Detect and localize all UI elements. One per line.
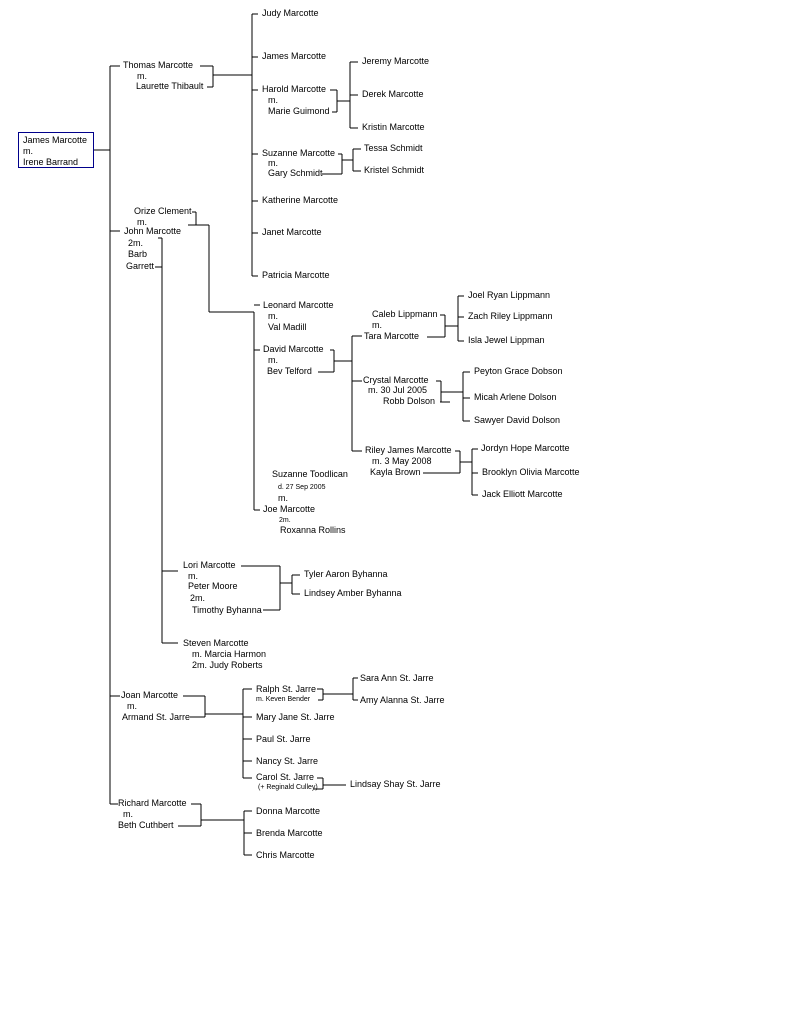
- second-marriage-label: 2m.: [279, 517, 291, 524]
- person-katherine[interactable]: Katherine Marcotte: [262, 195, 339, 205]
- person-riley[interactable]: Riley James Marcotte: [365, 445, 452, 455]
- person-joe[interactable]: Joe Marcotte: [263, 504, 316, 514]
- spouse-laurette[interactable]: Laurette Thibault: [136, 81, 204, 91]
- spouse-judy-roberts[interactable]: 2m. Judy Roberts: [192, 660, 263, 670]
- spouse-bev[interactable]: Bev Telford: [267, 366, 312, 376]
- spouse-suzanne-toodlican[interactable]: Suzanne Toodlican: [272, 469, 348, 479]
- spouse-peter[interactable]: Peter Moore: [188, 581, 238, 591]
- person-amy[interactable]: Amy Alanna St. Jarre: [360, 695, 445, 705]
- spouse-reginald[interactable]: (+ Reginald Culley): [258, 784, 318, 791]
- person-lori[interactable]: Lori Marcotte: [183, 560, 236, 570]
- spouse-marie[interactable]: Marie Guimond: [268, 106, 330, 116]
- person-lindsey[interactable]: Lindsey Amber Byhanna: [304, 588, 402, 598]
- root-marriage-label: m.: [23, 146, 33, 156]
- marriage-label: m.: [268, 355, 278, 365]
- person-richard[interactable]: Richard Marcotte: [118, 798, 187, 808]
- root-spouse: Irene Barrand: [23, 157, 79, 167]
- person-tyler[interactable]: Tyler Aaron Byhanna: [304, 569, 388, 579]
- person-carol[interactable]: Carol St. Jarre: [256, 772, 315, 782]
- person-lindsay[interactable]: Lindsay Shay St. Jarre: [350, 779, 441, 789]
- person-suzanne[interactable]: Suzanne Marcotte: [262, 148, 336, 158]
- person-peyton[interactable]: Peyton Grace Dobson: [474, 366, 563, 376]
- root-name: James Marcotte: [23, 135, 88, 145]
- person-steven[interactable]: Steven Marcotte: [183, 638, 249, 648]
- spouse-orize[interactable]: Orize Clement: [134, 206, 192, 216]
- person-sawyer[interactable]: Sawyer David Dolson: [474, 415, 561, 425]
- person-crystal[interactable]: Crystal Marcotte: [363, 375, 429, 385]
- marriage-label: m.: [268, 311, 278, 321]
- person-tara[interactable]: Tara Marcotte: [364, 331, 420, 341]
- spouse-timothy[interactable]: Timothy Byhanna: [192, 605, 262, 615]
- person-david[interactable]: David Marcotte: [263, 344, 324, 354]
- person-judy[interactable]: Judy Marcotte: [262, 8, 319, 18]
- marriage-date: m. 3 May 2008: [372, 456, 432, 466]
- person-paul[interactable]: Paul St. Jarre: [256, 734, 311, 744]
- spouse-kayla[interactable]: Kayla Brown: [370, 467, 421, 477]
- person-kristel[interactable]: Kristel Schmidt: [364, 165, 425, 175]
- person-john[interactable]: John Marcotte: [124, 226, 182, 236]
- person-harold[interactable]: Harold Marcotte: [262, 84, 327, 94]
- person-micah[interactable]: Micah Arlene Dolson: [474, 392, 557, 402]
- death-date: d. 27 Sep 2005: [278, 484, 326, 491]
- spouse-marcia[interactable]: m. Marcia Harmon: [192, 649, 267, 659]
- person-janet[interactable]: Janet Marcotte: [262, 227, 322, 237]
- person-sara[interactable]: Sara Ann St. Jarre: [360, 673, 434, 683]
- person-tessa[interactable]: Tessa Schmidt: [364, 143, 423, 153]
- marriage-label: m.: [137, 217, 147, 227]
- spouse-robb[interactable]: Robb Dolson: [383, 396, 436, 406]
- marriage-label: m.: [123, 809, 133, 819]
- marriage-label: m.: [372, 320, 382, 330]
- root-person-box[interactable]: James Marcotte m. Irene Barrand: [18, 132, 94, 168]
- spouse-gary[interactable]: Gary Schmidt: [268, 168, 323, 178]
- person-jordyn[interactable]: Jordyn Hope Marcotte: [481, 443, 570, 453]
- person-nancy[interactable]: Nancy St. Jarre: [256, 756, 319, 766]
- spouse-barb[interactable]: Barb: [128, 249, 148, 259]
- marriage-label: m.: [268, 158, 278, 168]
- marriage-label: m.: [127, 701, 137, 711]
- marriage-date: m. 30 Jul 2005: [368, 385, 428, 395]
- person-thomas[interactable]: Thomas Marcotte: [123, 60, 194, 70]
- person-derek[interactable]: Derek Marcotte: [362, 89, 424, 99]
- person-chris[interactable]: Chris Marcotte: [256, 850, 315, 860]
- second-marriage-label: 2m.: [128, 238, 144, 248]
- person-ralph[interactable]: Ralph St. Jarre: [256, 684, 317, 694]
- spouse-roxanna[interactable]: Roxanna Rollins: [280, 525, 346, 535]
- person-zach[interactable]: Zach Riley Lippmann: [468, 311, 553, 321]
- marriage-label: m.: [278, 493, 288, 503]
- spouse-keven[interactable]: m. Keven Bender: [256, 696, 311, 703]
- person-jack[interactable]: Jack Elliott Marcotte: [482, 489, 563, 499]
- person-mary-jane[interactable]: Mary Jane St. Jarre: [256, 712, 335, 722]
- spouse-caleb[interactable]: Caleb Lippmann: [372, 309, 438, 319]
- spouse-armand[interactable]: Armand St. Jarre: [122, 712, 191, 722]
- person-joan[interactable]: Joan Marcotte: [121, 690, 179, 700]
- person-james[interactable]: James Marcotte: [262, 51, 327, 61]
- spouse-garrett[interactable]: Garrett: [126, 261, 155, 271]
- marriage-label: m.: [268, 95, 278, 105]
- person-brooklyn[interactable]: Brooklyn Olivia Marcotte: [482, 467, 580, 477]
- marriage-label: m.: [137, 71, 147, 81]
- spouse-beth[interactable]: Beth Cuthbert: [118, 820, 174, 830]
- person-kristin[interactable]: Kristin Marcotte: [362, 122, 425, 132]
- person-isla[interactable]: Isla Jewel Lippman: [468, 335, 545, 345]
- second-marriage-label: 2m.: [190, 593, 206, 603]
- person-brenda[interactable]: Brenda Marcotte: [256, 828, 323, 838]
- person-leonard[interactable]: Leonard Marcotte: [263, 300, 334, 310]
- person-jeremy[interactable]: Jeremy Marcotte: [362, 56, 430, 66]
- person-joel[interactable]: Joel Ryan Lippmann: [468, 290, 551, 300]
- person-donna[interactable]: Donna Marcotte: [256, 806, 321, 816]
- marriage-label: m.: [188, 571, 198, 581]
- spouse-val[interactable]: Val Madill: [268, 322, 307, 332]
- person-patricia[interactable]: Patricia Marcotte: [262, 270, 330, 280]
